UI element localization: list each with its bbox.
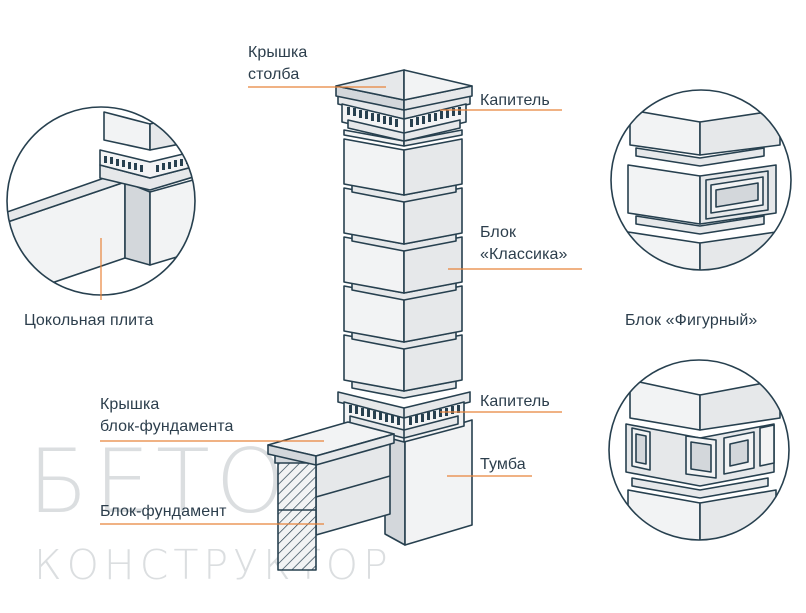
- label-foundation-cap-line2: блок-фундамента: [100, 418, 234, 435]
- label-pillar-cap-line1: Крышка: [248, 44, 308, 61]
- detail-circle-figured-block: [610, 89, 792, 271]
- pillar-cap: [335, 69, 473, 111]
- label-block-classic-line1: Блок: [480, 224, 517, 241]
- label-pillar-cap-line2: столба: [248, 66, 300, 83]
- watermark-line2: КОНСТРУКТОР: [34, 541, 393, 589]
- label-block-figured: Блок «Фигурный»: [625, 312, 758, 329]
- leader-lines: [100, 86, 582, 525]
- label-capital-bottom: Капитель: [480, 393, 550, 410]
- classic-blocks: [343, 129, 463, 399]
- label-foundation-block: Блок-фундамент: [100, 503, 227, 520]
- label-plinth-slab: Цокольная плита: [24, 312, 154, 329]
- detail-circle-figured-capital: [608, 359, 790, 541]
- capital-top: [337, 94, 471, 142]
- detail-circle-plinth: [6, 106, 196, 296]
- label-foundation-cap-line1: Крышка: [100, 396, 160, 413]
- pillar-illustration: [335, 69, 473, 546]
- label-block-classic-line2: «Классика»: [480, 246, 568, 263]
- label-capital-top: Капитель: [480, 92, 550, 109]
- label-pedestal: Тумба: [480, 456, 526, 473]
- foundation-block-lower: [277, 454, 317, 571]
- foundation-wall: [267, 421, 395, 571]
